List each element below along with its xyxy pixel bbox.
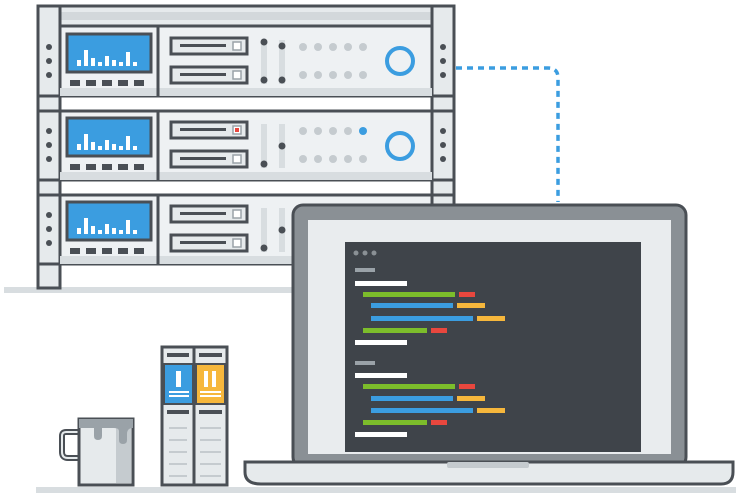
server-display bbox=[65, 116, 153, 158]
network-cable bbox=[456, 66, 560, 202]
book-binders bbox=[160, 345, 229, 487]
binder-two bbox=[192, 345, 229, 487]
code-editor-window bbox=[345, 242, 641, 452]
server-unit-2 bbox=[58, 109, 434, 182]
server-unit-1 bbox=[58, 24, 434, 98]
laptop-base bbox=[243, 460, 735, 486]
power-ring bbox=[385, 131, 415, 161]
laptop bbox=[243, 203, 735, 486]
window-dot bbox=[362, 250, 368, 256]
coffee-mug bbox=[59, 417, 135, 487]
floor-line bbox=[36, 487, 736, 493]
drive-alert-indicator bbox=[235, 128, 239, 132]
book-icon-one bbox=[176, 371, 181, 387]
book-icon-two bbox=[204, 371, 208, 387]
window-dot bbox=[353, 250, 359, 256]
power-ring bbox=[385, 46, 415, 76]
server-display bbox=[65, 32, 153, 74]
active-indicator-dot bbox=[359, 127, 367, 135]
rack-shelf bbox=[4, 287, 304, 293]
server-display bbox=[65, 200, 153, 242]
binder-one bbox=[160, 345, 196, 487]
window-dot bbox=[371, 250, 377, 256]
